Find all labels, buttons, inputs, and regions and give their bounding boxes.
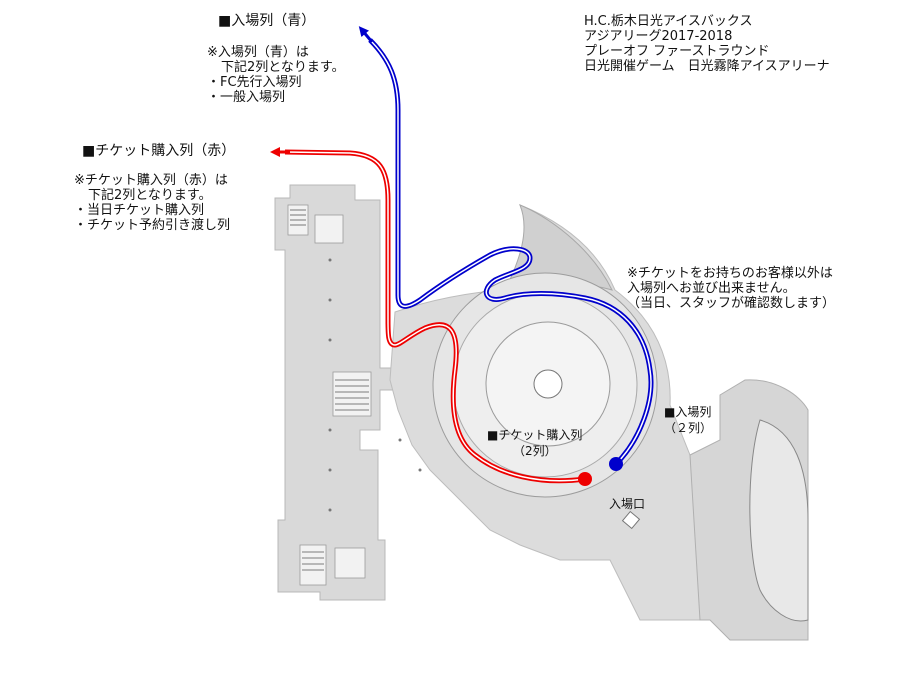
blue-queue-note: ※入場列（青）は 下記2列となります。 ・FC先行入場列 ・一般入場列 bbox=[207, 45, 345, 105]
notice-block: ※チケットをお持ちのお客様以外は 入場列へお並び出来ません。 （当日、スタッフが… bbox=[627, 266, 835, 311]
notice-line-2: 入場列へお並び出来ません。 bbox=[627, 281, 796, 296]
notice-line-3: （当日、スタッフが確認数します） bbox=[627, 296, 836, 311]
entrance-marker bbox=[621, 510, 641, 530]
blue-queue-start bbox=[609, 457, 623, 471]
title-line-1: H.C.栃木日光アイスバックス bbox=[584, 14, 753, 29]
blue-queue-arrow bbox=[358, 26, 374, 43]
entry-line-count: （２列） bbox=[664, 421, 713, 435]
red-queue-start bbox=[578, 472, 592, 486]
blue-queue-line bbox=[368, 38, 654, 466]
entrance-label: 入場口 bbox=[609, 497, 646, 511]
red-queue-note-1: ※チケット購入列（赤）は bbox=[74, 173, 228, 188]
arena-center-circle bbox=[533, 369, 563, 399]
title-line-2: アジアリーグ2017-2018 bbox=[584, 29, 733, 44]
blue-queue-note-1: ※入場列（青）は bbox=[207, 45, 309, 60]
red-queue-line bbox=[284, 149, 586, 484]
title-line-3: プレーオフ ファーストラウンド bbox=[584, 44, 770, 59]
ticket-line-label: ■チケット購入列 bbox=[487, 428, 583, 442]
column-dots bbox=[328, 258, 422, 512]
red-queue-note-3: ・当日チケット購入列 bbox=[74, 203, 205, 218]
entry-line-label: ■入場列 bbox=[664, 405, 712, 419]
red-queue-note: ※チケット購入列（赤）は 下記2列となります。 ・当日チケット購入列 ・チケット… bbox=[74, 173, 230, 233]
blue-queue-note-3: ・FC先行入場列 bbox=[207, 75, 302, 90]
ticket-line-count: （2列） bbox=[513, 444, 557, 458]
red-queue-note-4: ・チケット予約引き渡し列 bbox=[74, 218, 231, 233]
red-queue-note-2: 下記2列となります。 bbox=[88, 188, 212, 203]
right-arena bbox=[749, 419, 809, 622]
stairs bbox=[290, 209, 369, 571]
blue-queue-note-2: 下記2列となります。 bbox=[221, 60, 345, 75]
red-queue-heading: ■チケット購入列（赤） bbox=[82, 143, 236, 159]
title-block: H.C.栃木日光アイスバックス アジアリーグ2017-2018 プレーオフ ファ… bbox=[584, 14, 830, 74]
blue-queue-heading: ■入場列（青） bbox=[218, 13, 316, 29]
blue-queue-note-4: ・一般入場列 bbox=[207, 90, 286, 105]
notice-line-1: ※チケットをお持ちのお客様以外は bbox=[627, 266, 833, 281]
title-line-4: 日光開催ゲーム 日光霧降アイスアリーナ bbox=[584, 59, 830, 74]
